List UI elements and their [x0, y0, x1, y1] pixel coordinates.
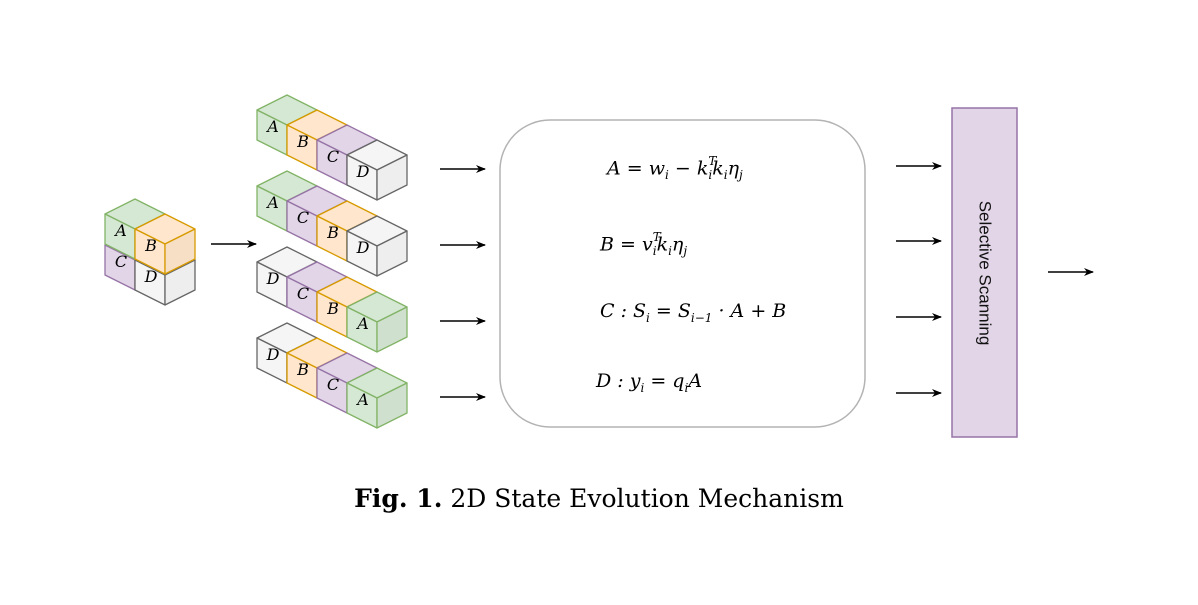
seq-1-cube-3-label: C — [327, 147, 339, 166]
figure-caption: Fig. 1. 2D State Evolution Mechanism — [0, 484, 1198, 513]
input-block: CD AB — [104, 198, 196, 306]
seq-4-cube-4-right — [376, 382, 408, 429]
formula-box — [499, 119, 866, 428]
seq-3-cube-1-label: D — [266, 269, 280, 288]
caption-label: Fig. 1. — [354, 484, 443, 513]
seq-1-cube-4-right — [376, 154, 408, 201]
input-cube-top-2-label: B — [144, 236, 157, 255]
seq-4-cube-2-label: B — [296, 360, 309, 379]
seq-2-cube-4: D — [346, 215, 408, 277]
seq-4-cube-3-label: C — [327, 375, 339, 394]
seq-2-cube-1-label: A — [265, 193, 279, 212]
input-cube-bottom-1-label: C — [115, 252, 127, 271]
seq-2-cube-3-label: B — [326, 223, 339, 242]
seq-1-cube-4: D — [346, 139, 408, 201]
seq-3-cube-4-label: A — [355, 314, 369, 333]
selective-scanning-label-wrap: Selective Scanning — [952, 108, 1017, 437]
input-cube-bottom-2-right — [164, 259, 196, 306]
input-cube-bottom-2-label: D — [144, 267, 158, 286]
seq-4-cube-4-label: A — [355, 390, 369, 409]
seq-1-cube-1-label: A — [265, 117, 279, 136]
seq-3-cube-4: A — [346, 291, 408, 353]
seq-1-cube-4-label: D — [356, 162, 370, 181]
seq-3-cube-3-label: B — [326, 299, 339, 318]
input-cube-top-1-label: A — [113, 221, 127, 240]
input-cube-top-2-right — [164, 228, 196, 275]
seq-1-cube-2-label: B — [296, 132, 309, 151]
selective-scanning-label: Selective Scanning — [975, 200, 995, 345]
seq-3-cube-2-label: C — [297, 284, 309, 303]
seq-3-cube-4-right — [376, 306, 408, 353]
seq-2-cube-4-label: D — [356, 238, 370, 257]
formula-b: B = vTikiηj — [600, 230, 688, 259]
formula-d: D : yi = qiA — [596, 370, 703, 395]
formula-c: C : Si = Si−1 · A + B — [600, 300, 787, 325]
caption-text: 2D State Evolution Mechanism — [450, 484, 844, 513]
seq-2-cube-4-right — [376, 230, 408, 277]
seq-4-cube-4: A — [346, 367, 408, 429]
input-cube-top-2: B — [134, 213, 196, 275]
selective-scanning-box — [951, 107, 1018, 438]
formula-a: A = wi − kTikiηj — [607, 154, 743, 183]
seq-4-cube-1-label: D — [266, 345, 280, 364]
seq-2-cube-2-label: C — [297, 208, 309, 227]
